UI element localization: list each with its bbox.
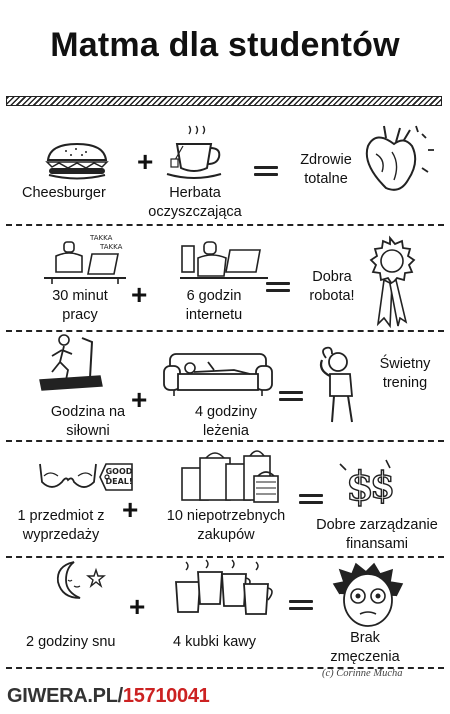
tag-text: DEAL! xyxy=(105,477,132,486)
hatched-divider xyxy=(6,96,442,106)
award-ribbon-icon xyxy=(369,235,416,329)
plus-operator: + xyxy=(131,384,148,415)
plus-operator: + xyxy=(131,279,148,310)
watermark-site: GIWERA.PL/ xyxy=(7,685,123,707)
footer-bar xyxy=(0,684,450,714)
price-tag-icon: GOOD DEAL! xyxy=(99,463,133,491)
tag-text: GOOD xyxy=(106,467,133,476)
couch-lounging-icon xyxy=(163,353,273,396)
plus-operator: + xyxy=(122,494,139,525)
bra-icon xyxy=(39,463,97,488)
equals-operator xyxy=(254,166,278,176)
coffee-mugs-icon xyxy=(175,559,273,615)
row-separator xyxy=(6,667,444,669)
equals-operator xyxy=(299,494,323,504)
row-separator xyxy=(6,224,444,226)
sleep-label: 2 godziny snu xyxy=(26,634,116,650)
person-browsing-icon xyxy=(180,241,268,279)
svg-text:TAKKA: TAKKA xyxy=(99,243,123,251)
row-separator xyxy=(6,440,444,442)
treadmill-runner-icon xyxy=(39,334,103,391)
shopping-bags-icon xyxy=(181,450,279,503)
heart-icon xyxy=(365,125,434,191)
cheeseburger-label: Cheesburger xyxy=(22,185,106,201)
site-watermark[interactable]: GIWERA.PL/15710041 xyxy=(7,685,210,708)
plus-operator: + xyxy=(137,146,154,177)
row-separator xyxy=(6,556,444,558)
moon-and-star-icon xyxy=(56,561,106,599)
svg-text:$: $ xyxy=(370,465,395,507)
equals-operator xyxy=(289,600,313,610)
person-at-laptop-icon: TAKKA TAKKA xyxy=(44,234,126,284)
svg-text:TAKKA: TAKKA xyxy=(89,234,113,242)
watermark-id: 15710041 xyxy=(122,685,210,707)
row-separator xyxy=(6,330,444,332)
strong-man-icon xyxy=(319,346,353,423)
svg-text:$: $ xyxy=(346,463,374,510)
coffee-label: 4 kubki kawy xyxy=(173,634,257,650)
wide-eyed-face-icon xyxy=(332,562,404,627)
cheeseburger-icon xyxy=(45,142,109,180)
equals-operator xyxy=(279,391,303,401)
equals-operator xyxy=(266,282,290,292)
page-title: Matma dla studentów xyxy=(50,26,400,64)
dollar-signs-icon: $ $ xyxy=(339,459,396,511)
tea-cup-icon xyxy=(166,125,222,179)
plus-operator: + xyxy=(129,591,146,622)
author-credit: (c) Corinne Mucha xyxy=(322,668,403,679)
